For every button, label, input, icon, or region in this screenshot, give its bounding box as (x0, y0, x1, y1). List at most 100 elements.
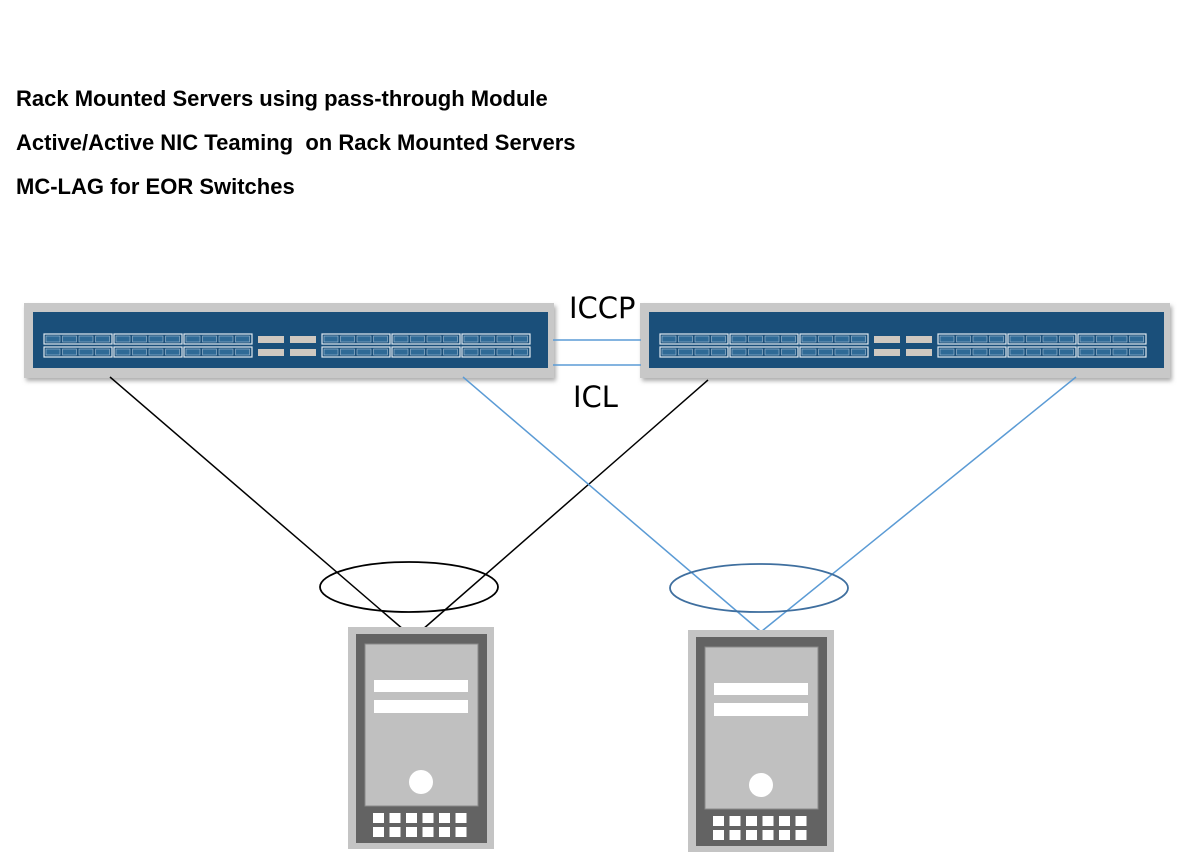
ethernet-port (78, 348, 94, 356)
ethernet-port (1112, 348, 1128, 356)
vent-square (373, 827, 384, 837)
ethernet-port (834, 348, 850, 356)
uplink-port (290, 336, 316, 343)
ethernet-port (851, 348, 866, 356)
vent-square (455, 827, 467, 837)
uplink-port (874, 336, 900, 343)
port-group (461, 346, 531, 358)
uplink-server1-switch2 (421, 379, 709, 631)
vent-square (746, 816, 757, 826)
ethernet-port (148, 348, 164, 356)
ethernet-port (1059, 348, 1074, 356)
uplink-port (874, 349, 900, 356)
ethernet-port (443, 348, 458, 356)
port-group (183, 333, 253, 345)
ethernet-port (989, 335, 1004, 343)
ethernet-port (356, 348, 372, 356)
ethernet-port (764, 348, 780, 356)
ethernet-port (1079, 348, 1095, 356)
ethernet-port (678, 348, 693, 356)
ethernet-port (513, 335, 528, 343)
port-group (43, 346, 113, 358)
vent-square (729, 830, 741, 840)
ethernet-port (356, 335, 372, 343)
vent-square (762, 830, 774, 840)
power-button-icon (409, 770, 433, 794)
ethernet-port (218, 335, 234, 343)
vent-square (713, 816, 724, 826)
uplink-port (906, 336, 932, 343)
ethernet-port (62, 335, 77, 343)
ethernet-port (496, 348, 512, 356)
port-group (799, 346, 869, 358)
ethernet-port (185, 348, 201, 356)
uplink-port (290, 349, 316, 356)
ethernet-port (1129, 335, 1144, 343)
ethernet-port (731, 335, 747, 343)
ethernet-port (801, 335, 817, 343)
ethernet-port (62, 348, 77, 356)
vent-square (439, 827, 450, 837)
ethernet-port (45, 348, 61, 356)
ethernet-port (115, 335, 131, 343)
lag-ellipse-server2 (669, 563, 849, 613)
ethernet-port (235, 348, 250, 356)
ethernet-port (202, 348, 217, 356)
ethernet-port (956, 335, 971, 343)
vent-square (406, 827, 417, 837)
ethernet-port (818, 335, 833, 343)
ethernet-port (801, 348, 817, 356)
ethernet-port (1096, 335, 1111, 343)
switch-2 (640, 303, 1170, 378)
vent-square (439, 813, 450, 823)
uplink-server2-switch1 (462, 376, 761, 632)
ethernet-port (1009, 335, 1025, 343)
port-group (729, 346, 799, 358)
port-group (659, 346, 729, 358)
title-line-3: MC-LAG for EOR Switches (16, 174, 295, 199)
ethernet-port (393, 335, 409, 343)
ethernet-port (1042, 335, 1058, 343)
ethernet-port (989, 348, 1004, 356)
uplink-port (258, 349, 284, 356)
ethernet-port (443, 335, 458, 343)
ethernet-port (132, 348, 147, 356)
ethernet-port (132, 335, 147, 343)
vent-square (422, 827, 434, 837)
ethernet-port (694, 348, 710, 356)
ethernet-port (972, 335, 988, 343)
drive-bay (714, 703, 808, 716)
ethernet-port (78, 335, 94, 343)
server-1 (348, 627, 494, 849)
uplink-port (258, 336, 284, 343)
ethernet-port (818, 348, 833, 356)
ethernet-port (165, 348, 180, 356)
port-group (183, 346, 253, 358)
ethernet-port (410, 348, 425, 356)
vent-square (762, 816, 774, 826)
uplink-server2-switch2 (761, 376, 1077, 632)
port-group (321, 333, 391, 345)
port-group (1077, 346, 1147, 358)
ethernet-port (956, 348, 971, 356)
vent-square (406, 813, 417, 823)
vent-square (795, 830, 807, 840)
ethernet-port (218, 348, 234, 356)
port-group (937, 333, 1007, 345)
ethernet-port (426, 335, 442, 343)
ethernet-port (748, 335, 763, 343)
ethernet-port (1112, 335, 1128, 343)
ethernet-port (340, 348, 355, 356)
ethernet-port (748, 348, 763, 356)
ethernet-port (661, 348, 677, 356)
drive-bay (374, 680, 468, 692)
ethernet-port (45, 335, 61, 343)
drive-bay (714, 683, 808, 695)
iccp-label: ICCP (569, 291, 636, 325)
ethernet-port (711, 348, 726, 356)
port-group (321, 346, 391, 358)
ethernet-port (373, 348, 388, 356)
port-group (729, 333, 799, 345)
ethernet-port (1042, 348, 1058, 356)
